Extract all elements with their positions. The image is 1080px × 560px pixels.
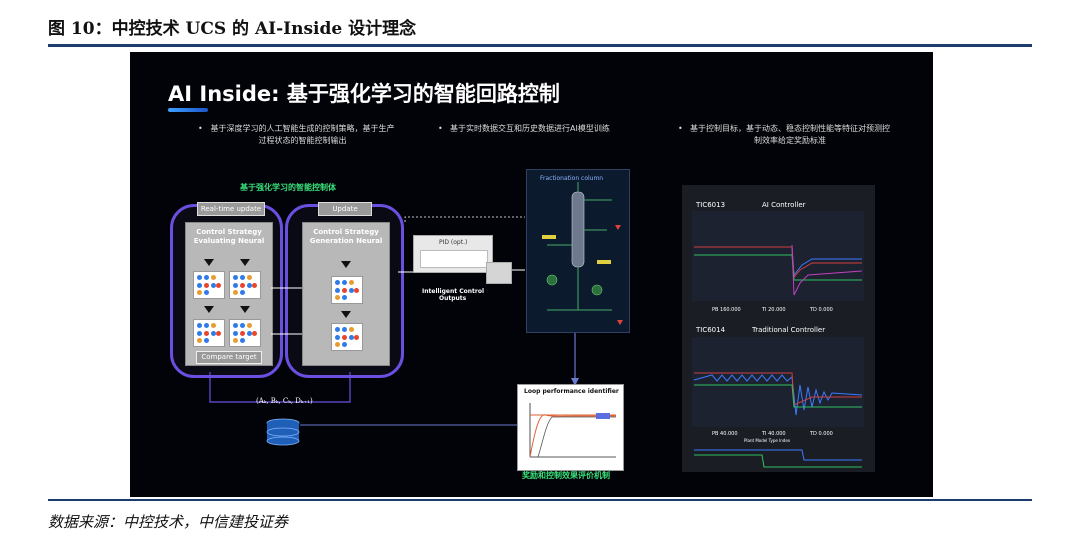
pid-opt-box: PID (opt.)	[413, 235, 493, 273]
neural-net-icon	[229, 271, 261, 299]
ai-controller-trend	[692, 211, 864, 301]
plant-model-footer: Plant Model Type Index	[744, 438, 791, 443]
pid-small-box	[486, 262, 512, 284]
left-loop-tab: Real-time update	[197, 202, 265, 216]
bottom-rule	[48, 499, 1032, 501]
arrow-down-icon	[341, 311, 351, 318]
state-label: (Aₖ, Bₖ, Cₖ, Dₖ₊₁)	[256, 397, 313, 405]
pid-label: PID (opt.)	[439, 239, 468, 246]
figure-title: 图 10：中控技术 UCS 的 AI-Inside 设计理念	[48, 19, 417, 39]
mechanism-label: 基于强化学习的智能控制体	[240, 183, 336, 192]
traditional-td: TD 0.000	[810, 431, 833, 437]
generation-title-1: Control Strategy	[313, 228, 379, 236]
evaluation-label: 奖励和控制效果评价机制	[522, 471, 610, 480]
step-response-plot	[529, 403, 617, 458]
evaluating-panel: Control Strategy Evaluating Neural Compa…	[185, 222, 273, 366]
database-icon	[266, 418, 300, 446]
neural-net-icon	[193, 319, 225, 347]
controller-comparison-panel: TIC6013 AI Controller PB 160.000 TI 20.0…	[682, 185, 875, 472]
traditional-controller-trend	[692, 337, 864, 468]
bullet-1: 基于深度学习的人工智能生成的控制策略，基于生产过程状态的智能控制输出	[198, 123, 395, 147]
compare-target-label: Compare target	[196, 351, 262, 364]
title-underline	[168, 108, 208, 112]
generation-panel: Control Strategy Generation Neural	[302, 222, 390, 366]
loop-perf-title: Loop performance identifier	[524, 388, 619, 395]
slide-image: AI Inside: 基于强化学习的智能回路控制 基于深度学习的人工智能生成的控…	[130, 52, 933, 497]
neural-net-icon	[229, 319, 261, 347]
ai-ti: TI 20.000	[762, 307, 786, 313]
ai-controller-tag: TIC6013	[696, 201, 726, 209]
top-rule	[48, 44, 1032, 47]
neural-net-icon	[331, 323, 363, 351]
generation-title-2: Generation Neural	[309, 237, 383, 245]
neural-net-icon	[193, 271, 225, 299]
bullet-3: 基于控制目标，基于动态、稳态控制性能等特征对预测控制效率给定奖励标准	[678, 123, 890, 147]
neural-net-icon	[331, 276, 363, 304]
arrow-down-icon	[341, 261, 351, 268]
loop-performance-panel: Loop performance identifier	[517, 384, 624, 471]
evaluating-title-2: Evaluating Neural	[193, 237, 265, 245]
traditional-controller-name: Traditional Controller	[752, 326, 826, 334]
column-icon	[542, 182, 623, 325]
fractionation-title: Fractionation column	[540, 175, 604, 182]
right-loop-tab: Update	[318, 202, 372, 216]
ai-pb: PB 160.000	[712, 307, 741, 313]
slide-title: AI Inside: 基于强化学习的智能回路控制	[168, 82, 560, 106]
arrow-down-icon	[204, 259, 214, 266]
intelligent-output-1: Intelligent Control	[422, 288, 485, 295]
traditional-ti: TI 40.000	[762, 431, 786, 437]
bullet-2: 基于实时数据交互和历史数据进行AI模型训练	[438, 123, 650, 135]
connector-lines	[209, 216, 579, 426]
arrow-down-icon	[240, 259, 250, 266]
fractionation-panel: Fractionation column	[526, 169, 630, 333]
ai-td: TD 0.000	[810, 307, 833, 313]
arrow-down-icon	[240, 306, 250, 313]
traditional-controller-tag: TIC6014	[696, 326, 726, 334]
ai-controller-name: AI Controller	[762, 201, 806, 209]
arrow-down-icon	[204, 306, 214, 313]
traditional-pb: PB 40.000	[712, 431, 738, 437]
figure-source: 数据来源：中控技术，中信建投证券	[48, 513, 289, 531]
evaluating-title-1: Control Strategy	[196, 228, 262, 236]
intelligent-output-2: Outputs	[439, 295, 467, 302]
